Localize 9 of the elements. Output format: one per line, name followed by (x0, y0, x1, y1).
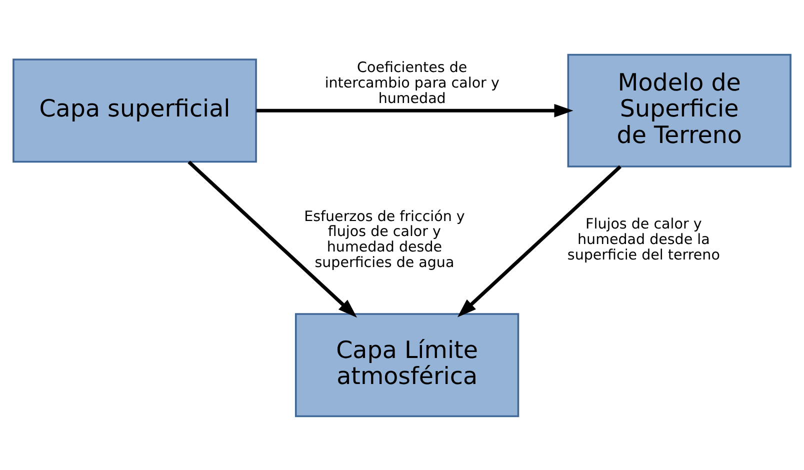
edge-label: Flujos de calor y humedad desde la superficie del terreno (567, 216, 720, 263)
arrow (188, 160, 357, 318)
edge-label: Esfuerzos de fricción y flujos de calor y humedad desde superficies de agua (304, 208, 465, 271)
node-box: Capa Límite atmosférica (294, 312, 520, 417)
arrow (457, 164, 622, 317)
arrow (256, 103, 574, 117)
edge-label: Coeficientes de intercambio para calor y humedad (324, 60, 500, 107)
node-box: Modelo de Superficie de Terreno (567, 53, 792, 167)
node-box: Capa superficial (12, 58, 257, 162)
